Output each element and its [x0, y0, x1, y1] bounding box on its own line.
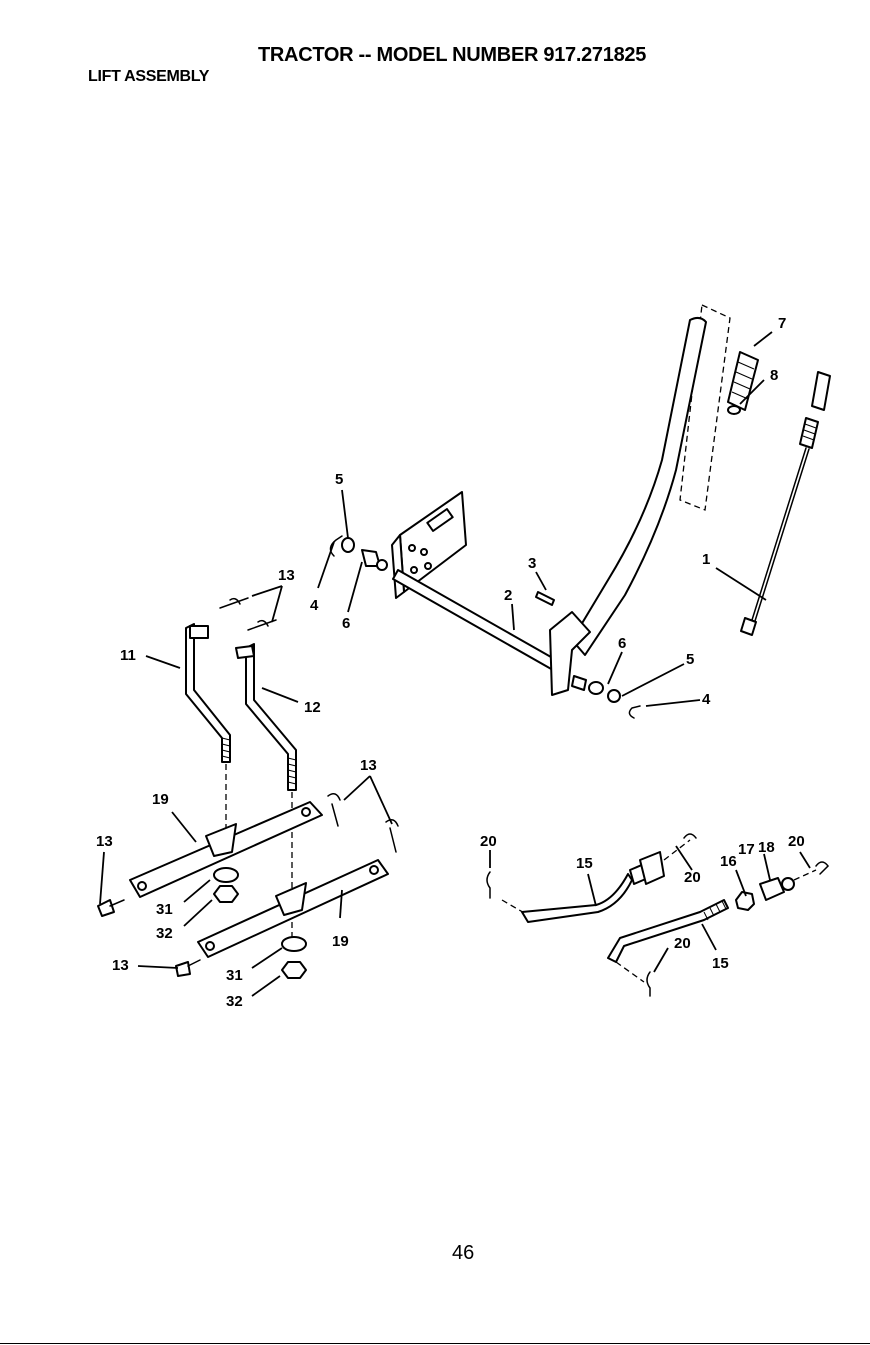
callout-11: 11	[120, 647, 136, 664]
lift-lever	[572, 318, 706, 655]
callout-13: 13	[278, 567, 295, 584]
callout-20: 20	[674, 935, 691, 952]
callout-32: 32	[226, 993, 243, 1010]
nut-32-lower	[282, 962, 306, 978]
callout-8: 8	[770, 367, 778, 384]
callout-6: 6	[342, 615, 350, 632]
callout-1: 1	[702, 551, 710, 568]
page-number: 46	[452, 1242, 474, 1265]
callout-5: 5	[335, 471, 343, 488]
washer-left	[342, 538, 354, 552]
lift-link-11	[186, 624, 230, 762]
bushing-right-ring	[589, 682, 603, 694]
bottom-rule	[0, 1343, 870, 1344]
callout-13: 13	[360, 757, 377, 774]
leader-lines	[100, 332, 810, 996]
hairpin-clip-right	[629, 706, 640, 718]
ferrule-17	[760, 878, 784, 900]
grip-ring	[728, 406, 740, 414]
lift-link-12	[236, 644, 296, 790]
callout-4: 4	[702, 691, 711, 708]
clevis-pin-arm-a	[328, 794, 340, 826]
washer-18	[782, 878, 794, 890]
adjustment-rod-lower	[608, 900, 728, 962]
adjustment-rod-upper	[522, 874, 632, 922]
callout-15: 15	[712, 955, 729, 972]
callout-4: 4	[310, 597, 319, 614]
callout-31: 31	[156, 901, 173, 918]
washer-31-upper	[214, 868, 238, 882]
washer-right	[608, 690, 620, 702]
callout-32: 32	[156, 925, 173, 942]
callout-18: 18	[758, 839, 775, 856]
callout-31: 31	[226, 967, 243, 984]
callout-6: 6	[618, 635, 626, 652]
callout-15: 15	[576, 855, 593, 872]
callout-19: 19	[332, 933, 349, 950]
clevis-pin-top-a	[220, 598, 248, 608]
clevis-pin-arm-d	[176, 962, 190, 976]
callout-20: 20	[788, 833, 805, 850]
callout-12: 12	[304, 699, 321, 716]
nut-32-upper	[214, 886, 238, 902]
callout-7: 7	[778, 315, 786, 332]
hairpin-20-left	[487, 872, 490, 898]
callout-13: 13	[96, 833, 113, 850]
pin	[536, 592, 554, 605]
clevis-pin-arm-b	[386, 820, 398, 852]
washer-31-lower	[282, 937, 306, 951]
hairpin-20-top	[684, 834, 696, 838]
bushing-right	[572, 676, 586, 690]
hairpin-20-bottom	[647, 972, 650, 996]
callout-3: 3	[528, 555, 536, 572]
callout-20: 20	[480, 833, 497, 850]
callout-20: 20	[684, 869, 701, 886]
callout-16: 16	[720, 853, 737, 870]
callout-19: 19	[152, 791, 169, 808]
callout-5: 5	[686, 651, 694, 668]
callout-2: 2	[504, 587, 512, 604]
callout-13: 13	[112, 957, 129, 974]
lift-rod	[741, 372, 830, 635]
hairpin-20-right	[816, 862, 828, 874]
callout-17: 17	[738, 841, 755, 858]
cross-shaft	[393, 570, 565, 674]
